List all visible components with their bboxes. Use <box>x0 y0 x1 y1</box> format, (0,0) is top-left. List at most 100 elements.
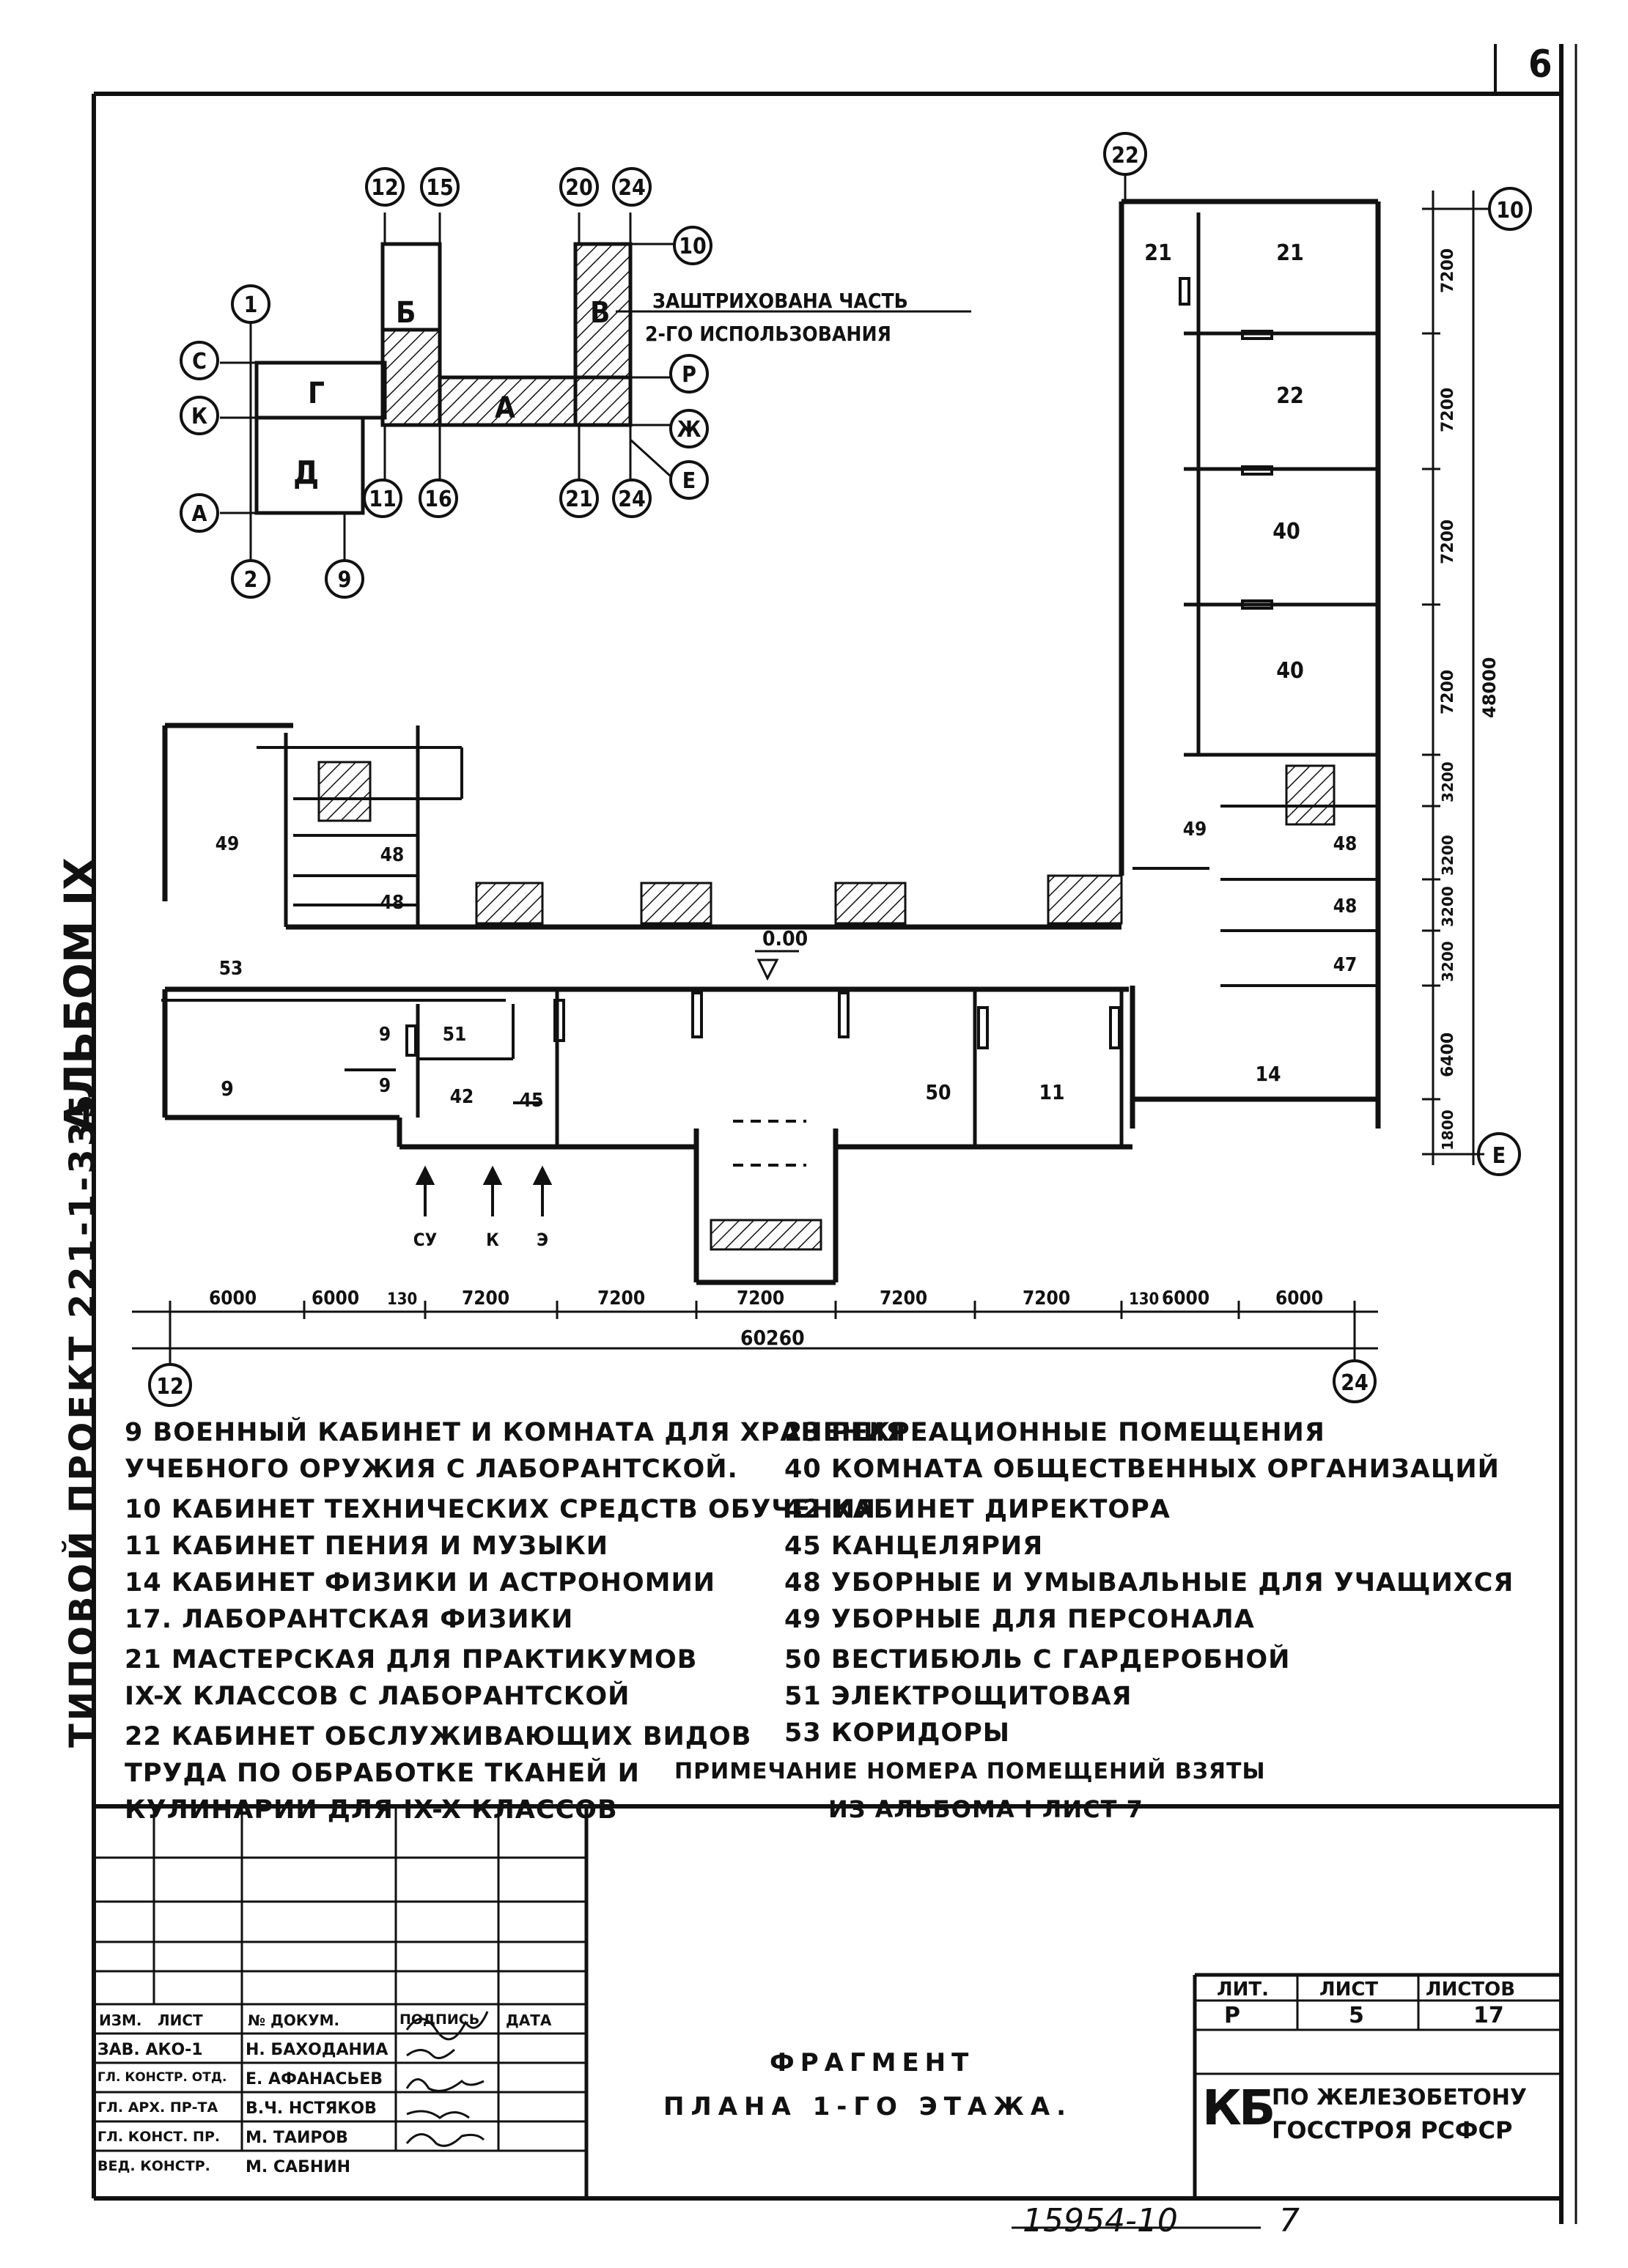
door-markers <box>405 277 1273 1057</box>
archive-page: 7 <box>1279 2202 1300 2239</box>
row-name: Н. БАХОДАНИА <box>246 2041 388 2059</box>
dim-value: 7200 <box>880 1288 927 1310</box>
block-label: В <box>590 296 610 330</box>
axis-label: 21 <box>565 487 593 512</box>
dim-total: 60260 <box>740 1326 805 1350</box>
dimension-chain-bottom <box>132 1301 1378 1359</box>
dim-right-value: 6400 <box>1439 1032 1457 1077</box>
floor-plan-walls <box>161 199 1381 1285</box>
dim-right-value: 7200 <box>1439 669 1457 714</box>
header-cell: № ДОКУМ. <box>248 2012 340 2029</box>
row-role: ГЛ. КОНСТ. ПР. <box>97 2129 221 2145</box>
dim-value: 130 <box>387 1290 417 1309</box>
room-number: 48 <box>380 844 405 866</box>
legend-item: 21 МАСТЕРСКАЯ ДЛЯ ПРАКТИКУМОВ <box>125 1645 698 1674</box>
dim-value: 6000 <box>312 1288 359 1310</box>
svg-text:12: 12 <box>156 1374 184 1400</box>
header-cell: ЛИСТ <box>158 2012 203 2029</box>
dim-value: 7200 <box>597 1288 645 1310</box>
axis-label: С <box>192 349 207 374</box>
dim-value: 130 <box>1129 1290 1159 1309</box>
title-block-grid <box>94 1804 1561 2198</box>
room-number: 21 <box>1276 240 1304 266</box>
dim-right-value: 7200 <box>1439 519 1457 564</box>
archive-stamp: 15954-10 <box>1023 2202 1178 2239</box>
sheet-value: 5 <box>1349 2003 1364 2028</box>
legend-item: 17. ЛАБОРАНТСКАЯ ФИЗИКИ <box>125 1605 574 1634</box>
legend-item: УЧЕБНОГО ОРУЖИЯ С ЛАБОРАНТСКОЙ. <box>125 1455 738 1484</box>
key-plan-block-labels: Б В Г Д А <box>293 296 610 492</box>
legend-item: ТРУДА ПО ОБРАБОТКЕ ТКАНЕЙ И <box>125 1759 640 1788</box>
entry-label: К <box>486 1230 499 1250</box>
sheet-frame <box>92 44 1577 2224</box>
org-line-1: ПО ЖЕЛЕЗОБЕТОНУ <box>1272 2085 1528 2110</box>
room-number: 9 <box>379 1075 391 1097</box>
dim-right-value: 3200 <box>1439 761 1456 802</box>
row-role: ГЛ. КОНСТР. ОТД. <box>97 2070 227 2085</box>
room-number: 48 <box>1333 833 1358 855</box>
dim-right-value: 3200 <box>1439 835 1456 876</box>
block-label: Д <box>293 454 319 492</box>
entry-labels: СУ К Э <box>413 1230 548 1250</box>
axis-label: 15 <box>426 175 454 201</box>
legend-item: 22 КАБИНЕТ ОБСЛУЖИВАЮЩИХ ВИДОВ <box>125 1722 752 1751</box>
axis-label: 20 <box>565 175 593 201</box>
dim-value: 7200 <box>737 1288 784 1310</box>
sheet-header: ЛИСТ <box>1319 1979 1379 2001</box>
legend-item: 48 УБОРНЫЕ И УМЫВАЛЬНЫЕ ДЛЯ УЧАЩИХСЯ <box>784 1568 1514 1597</box>
row-name: В.Ч. НСТЯКОВ <box>246 2099 377 2118</box>
legend-item: 50 ВЕСТИБЮЛЬ С ГАРДЕРОБНОЙ <box>784 1645 1291 1674</box>
legend-item: 40 КОМНАТА ОБЩЕСТВЕННЫХ ОРГАНИЗАЦИЙ <box>784 1455 1500 1484</box>
row-name: М. САБНИН <box>246 2158 351 2176</box>
org-logo: КБ <box>1202 2080 1275 2136</box>
room-number: 11 <box>1039 1080 1064 1104</box>
room-number: 14 <box>1255 1062 1281 1086</box>
room-number: 40 <box>1276 658 1304 684</box>
key-plan-note-1: ЗАШТРИХОВАНА ЧАСТЬ <box>652 289 908 313</box>
axis-label: 9 <box>338 567 352 593</box>
org-line-2: ГОССТРОЯ РСФСР <box>1272 2116 1513 2144</box>
axis-label: Ж <box>677 417 701 443</box>
block-label: Г <box>308 377 325 410</box>
key-plan <box>220 213 971 561</box>
level-mark: 0.00 <box>755 926 808 981</box>
legend-item: 11 КАБИНЕТ ПЕНИЯ И МУЗЫКИ <box>125 1532 609 1561</box>
legend-item: КУЛИНАРИИ ДЛЯ IX-X КЛАССОВ <box>125 1795 618 1825</box>
axis-label: 24 <box>618 487 646 512</box>
room-number: 48 <box>1333 895 1358 917</box>
svg-text:24: 24 <box>1341 1370 1369 1396</box>
dim-right-value: 7200 <box>1439 387 1457 432</box>
axis-label: Р <box>682 362 696 388</box>
legend-item: 53 КОРИДОРЫ <box>784 1718 1011 1748</box>
dim-right-value: 1800 <box>1439 1109 1456 1150</box>
room-number: 9 <box>379 1024 391 1046</box>
legend-item: 14 КАБИНЕТ ФИЗИКИ И АСТРОНОМИИ <box>125 1568 716 1597</box>
dimension-chain-right <box>1422 191 1484 1165</box>
room-number: 47 <box>1333 954 1358 976</box>
legend-note: ПРИМЕЧАНИЕ НОМЕРА ПОМЕЩЕНИЙ ВЗЯТЫ <box>674 1759 1266 1784</box>
svg-text:0.00: 0.00 <box>762 926 808 950</box>
key-plan-axis-labels: 12 15 20 24 10 1 С К А 2 9 11 16 21 24 Р… <box>191 175 707 593</box>
sheets-header: ЛИСТОВ <box>1426 1979 1516 2001</box>
project-label: ТИПОВОЙ ПРОЕКТ 221-1-335 <box>62 1091 103 1748</box>
axis-label: А <box>192 501 207 527</box>
dimension-values-bottom: 6000 6000 130 7200 7200 7200 7200 7200 1… <box>209 1288 1323 1350</box>
plan-axis-labels: 22 10 Е 12 24 <box>156 143 1524 1400</box>
header-cell: ИЗМ. <box>99 2012 142 2029</box>
corner-number: 6 <box>1528 43 1553 86</box>
axis-label: 16 <box>424 487 452 512</box>
room-number: 22 <box>1276 383 1304 409</box>
stage-value: Р <box>1224 2003 1240 2028</box>
legend-item: 10 КАБИНЕТ ТЕХНИЧЕСКИХ СРЕДСТВ ОБУЧЕНИЯ <box>125 1495 877 1524</box>
legend-item: 42 КАБИНЕТ ДИРЕКТОРА <box>784 1495 1171 1524</box>
row-role: ЗАВ. АКО-1 <box>97 2041 203 2059</box>
drawing-title-2: ПЛАНА 1-ГО ЭТАЖА. <box>663 2092 1073 2121</box>
dim-value: 6000 <box>1275 1288 1323 1310</box>
signatures <box>405 2011 489 2147</box>
axis-label: К <box>191 404 207 429</box>
dim-value: 7200 <box>462 1288 509 1310</box>
row-name: Е. АФАНАСЬЕВ <box>246 2070 383 2088</box>
room-number: 45 <box>520 1090 544 1112</box>
legend-item: 45 КАНЦЕЛЯРИЯ <box>784 1532 1044 1561</box>
